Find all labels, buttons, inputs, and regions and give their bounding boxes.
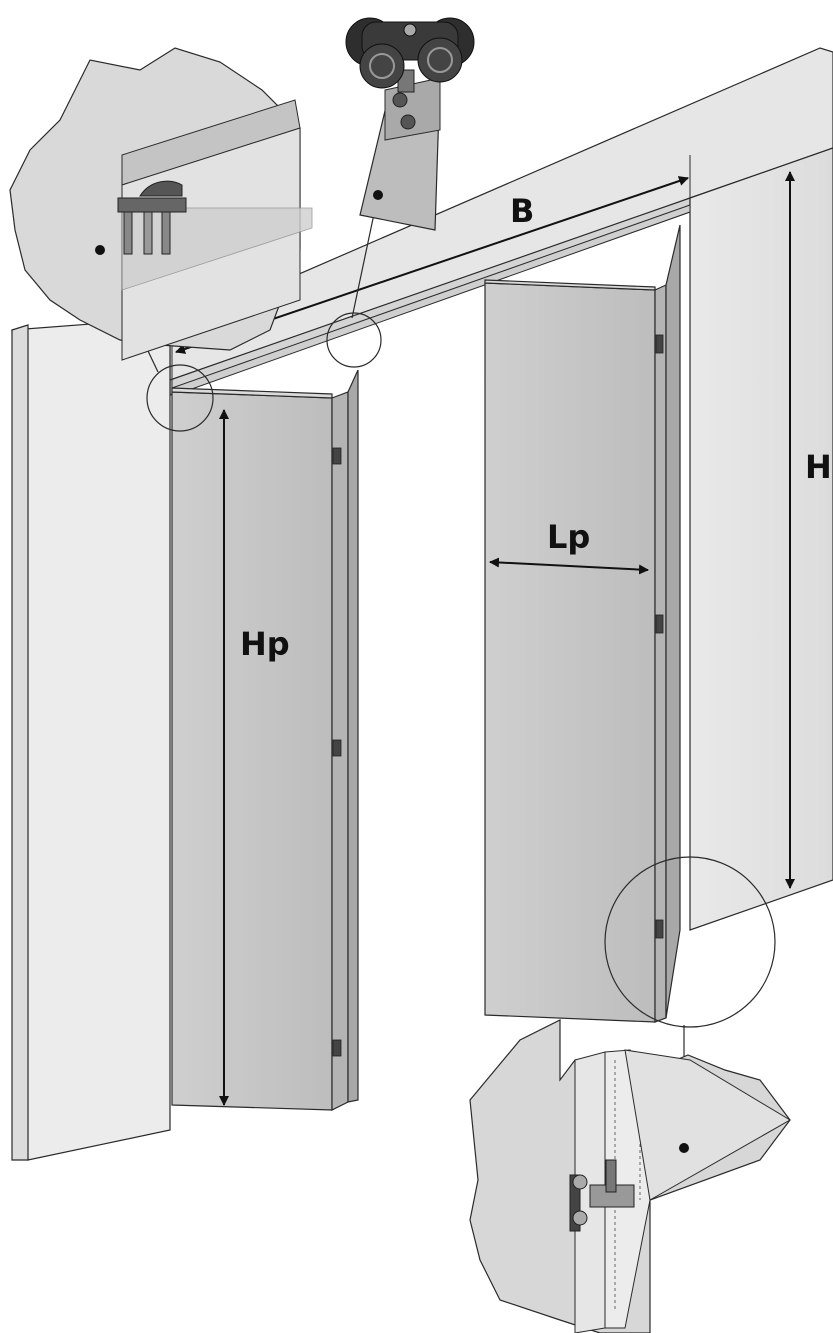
roller-carriage-detail — [345, 17, 475, 231]
left-wall — [11, 317, 171, 1161]
label-Lp: Lp — [547, 518, 590, 556]
label-B: B — [510, 192, 534, 230]
callout-circle-top-left — [146, 364, 214, 432]
left-panel-hinges — [332, 447, 342, 1057]
detail-bubble-bottom — [469, 1019, 791, 1333]
detail-bubble-top-left — [9, 47, 313, 361]
right-door-panel — [484, 224, 681, 1023]
right-wall — [689, 147, 833, 931]
label-H: H — [805, 448, 832, 486]
left-door-panel — [171, 369, 359, 1111]
callout-circle-top-middle — [326, 312, 382, 368]
callout-circles — [146, 312, 776, 1028]
callout-circle-bottom-right — [604, 856, 776, 1028]
arrow-Lp — [489, 557, 649, 575]
dimension-arrows — [175, 171, 795, 1106]
label-Hp: Hp — [240, 625, 290, 663]
